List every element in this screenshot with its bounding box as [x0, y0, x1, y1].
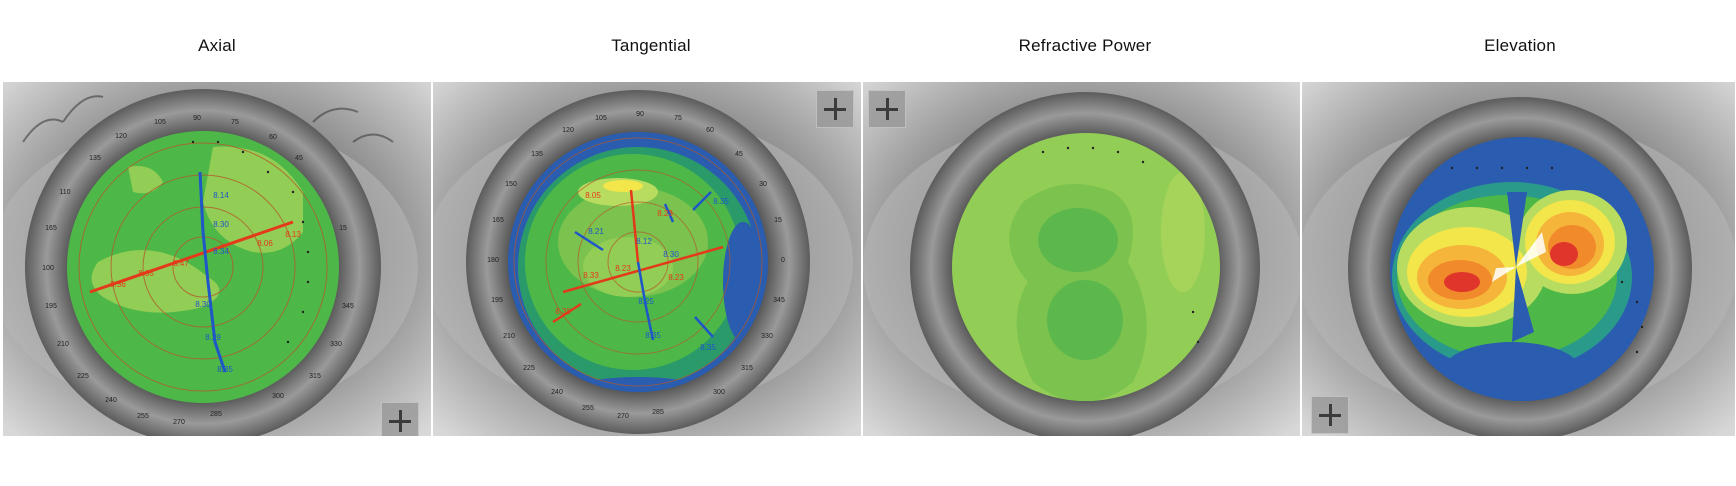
angle-label: 165 [492, 217, 504, 224]
angle-label: 195 [491, 297, 503, 304]
angle-label: 100 [42, 265, 54, 272]
angle-label: 345 [773, 297, 785, 304]
angle-label: 330 [761, 333, 773, 340]
axial-reading: 8.05 [138, 269, 154, 278]
tangential-reading: 8.23 [615, 264, 631, 273]
zoom-button-refractive-power[interactable] [868, 90, 906, 128]
angle-label: 255 [582, 405, 594, 412]
angle-label: 120 [562, 127, 574, 134]
angle-label: 90 [636, 111, 644, 118]
elevation-eye-image [1302, 82, 1735, 436]
angle-label: 255 [137, 413, 149, 420]
angle-label: 165 [45, 225, 57, 232]
angle-label: 75 [231, 119, 239, 126]
angle-label: 45 [295, 155, 303, 162]
tangential-eye-image: 8.05 8.23 8.33 8.23 8.23 8.38 8.21 8.35 … [433, 82, 861, 436]
angle-label: 0 [781, 257, 785, 264]
angle-label: 135 [89, 155, 101, 162]
angle-label: 240 [105, 397, 117, 404]
tangential-color-map [508, 132, 768, 392]
panel-title-tangential: Tangential [611, 36, 691, 55]
tangential-reading: 8.33 [583, 271, 599, 280]
axial-reading: 8.14 [213, 191, 229, 200]
axial-reading: 8.30 [195, 300, 211, 309]
angle-label: 60 [269, 134, 277, 141]
angle-label: 60 [706, 127, 714, 134]
axial-reading: 8.06 [257, 239, 273, 248]
angle-label: 15 [774, 217, 782, 224]
angle-label: 45 [735, 151, 743, 158]
refractive-power-eye-image [863, 82, 1300, 436]
angle-label: 210 [57, 341, 69, 348]
angle-label: 110 [59, 189, 70, 196]
angle-label: 345 [342, 303, 354, 310]
axial-eye-image: 8.36 8.05 8.47 8.06 8.13 8.14 8.30 8.34 … [3, 82, 431, 436]
angle-label: 300 [272, 393, 284, 400]
tangential-reading: 8.38 [555, 307, 571, 316]
angle-label: 210 [503, 333, 515, 340]
angle-label: 30 [759, 181, 767, 188]
axial-reading: 8.35 [217, 365, 233, 374]
plus-icon [817, 91, 853, 127]
zoom-button-tangential[interactable] [816, 90, 854, 128]
angle-label: 270 [173, 419, 185, 426]
angle-label: 15 [339, 225, 347, 232]
angle-label: 240 [551, 389, 563, 396]
tangential-reading: 8.23 [657, 209, 673, 218]
angle-label: 270 [617, 413, 629, 420]
angle-label: 180 [487, 257, 499, 264]
tangential-reading: 8.21 [588, 227, 604, 236]
angle-label: 225 [77, 373, 89, 380]
plus-icon [382, 403, 418, 436]
angle-label: 300 [713, 389, 725, 396]
refractive-power-color-map [952, 133, 1220, 401]
tangential-reading: 8.35 [713, 197, 729, 206]
zoom-button-elevation[interactable] [1311, 396, 1349, 434]
axial-reading: 8.13 [285, 230, 301, 239]
angle-label: 150 [505, 181, 517, 188]
angle-label: 90 [193, 115, 201, 122]
tangential-reading: 8.30 [663, 250, 679, 259]
panel-title-axial: Axial [198, 36, 236, 55]
angle-label: 330 [330, 341, 342, 348]
refractive-power-map-panel [863, 82, 1300, 436]
angle-label: 285 [652, 409, 664, 416]
angle-label: 315 [741, 365, 753, 372]
angle-label: 75 [674, 115, 682, 122]
axial-reading: 8.36 [110, 280, 126, 289]
angle-label: 315 [309, 373, 321, 380]
angle-label: 120 [115, 133, 127, 140]
tangential-reading: 8.05 [585, 191, 601, 200]
angle-label: 135 [531, 151, 543, 158]
tangential-reading: 8.25 [638, 297, 654, 306]
tangential-reading: 8.12 [636, 237, 652, 246]
panel-title-elevation: Elevation [1484, 36, 1556, 55]
angle-label: 195 [45, 303, 57, 310]
elevation-map-panel [1302, 82, 1735, 436]
plus-icon [1312, 397, 1348, 433]
angle-label: 105 [595, 115, 607, 122]
tangential-reading: 8.35 [645, 331, 661, 340]
angle-label: 225 [523, 365, 535, 372]
angle-label: 285 [210, 411, 222, 418]
axial-reading: 8.29 [205, 333, 221, 342]
axial-reading: 8.47 [173, 259, 189, 268]
axial-map-panel: 8.36 8.05 8.47 8.06 8.13 8.14 8.30 8.34 … [3, 82, 431, 436]
elevation-color-map [1390, 137, 1654, 401]
tangential-map-panel: 8.05 8.23 8.33 8.23 8.23 8.38 8.21 8.35 … [433, 82, 861, 436]
panel-title-refractive-power: Refractive Power [1018, 36, 1152, 55]
axial-reading: 8.30 [213, 220, 229, 229]
zoom-button-axial[interactable] [381, 402, 419, 436]
plus-icon [869, 91, 905, 127]
tangential-reading: 8.23 [668, 273, 684, 282]
angle-label: 105 [154, 119, 166, 126]
axial-reading: 8.34 [213, 247, 229, 256]
tangential-reading: 8.35 [700, 343, 716, 352]
